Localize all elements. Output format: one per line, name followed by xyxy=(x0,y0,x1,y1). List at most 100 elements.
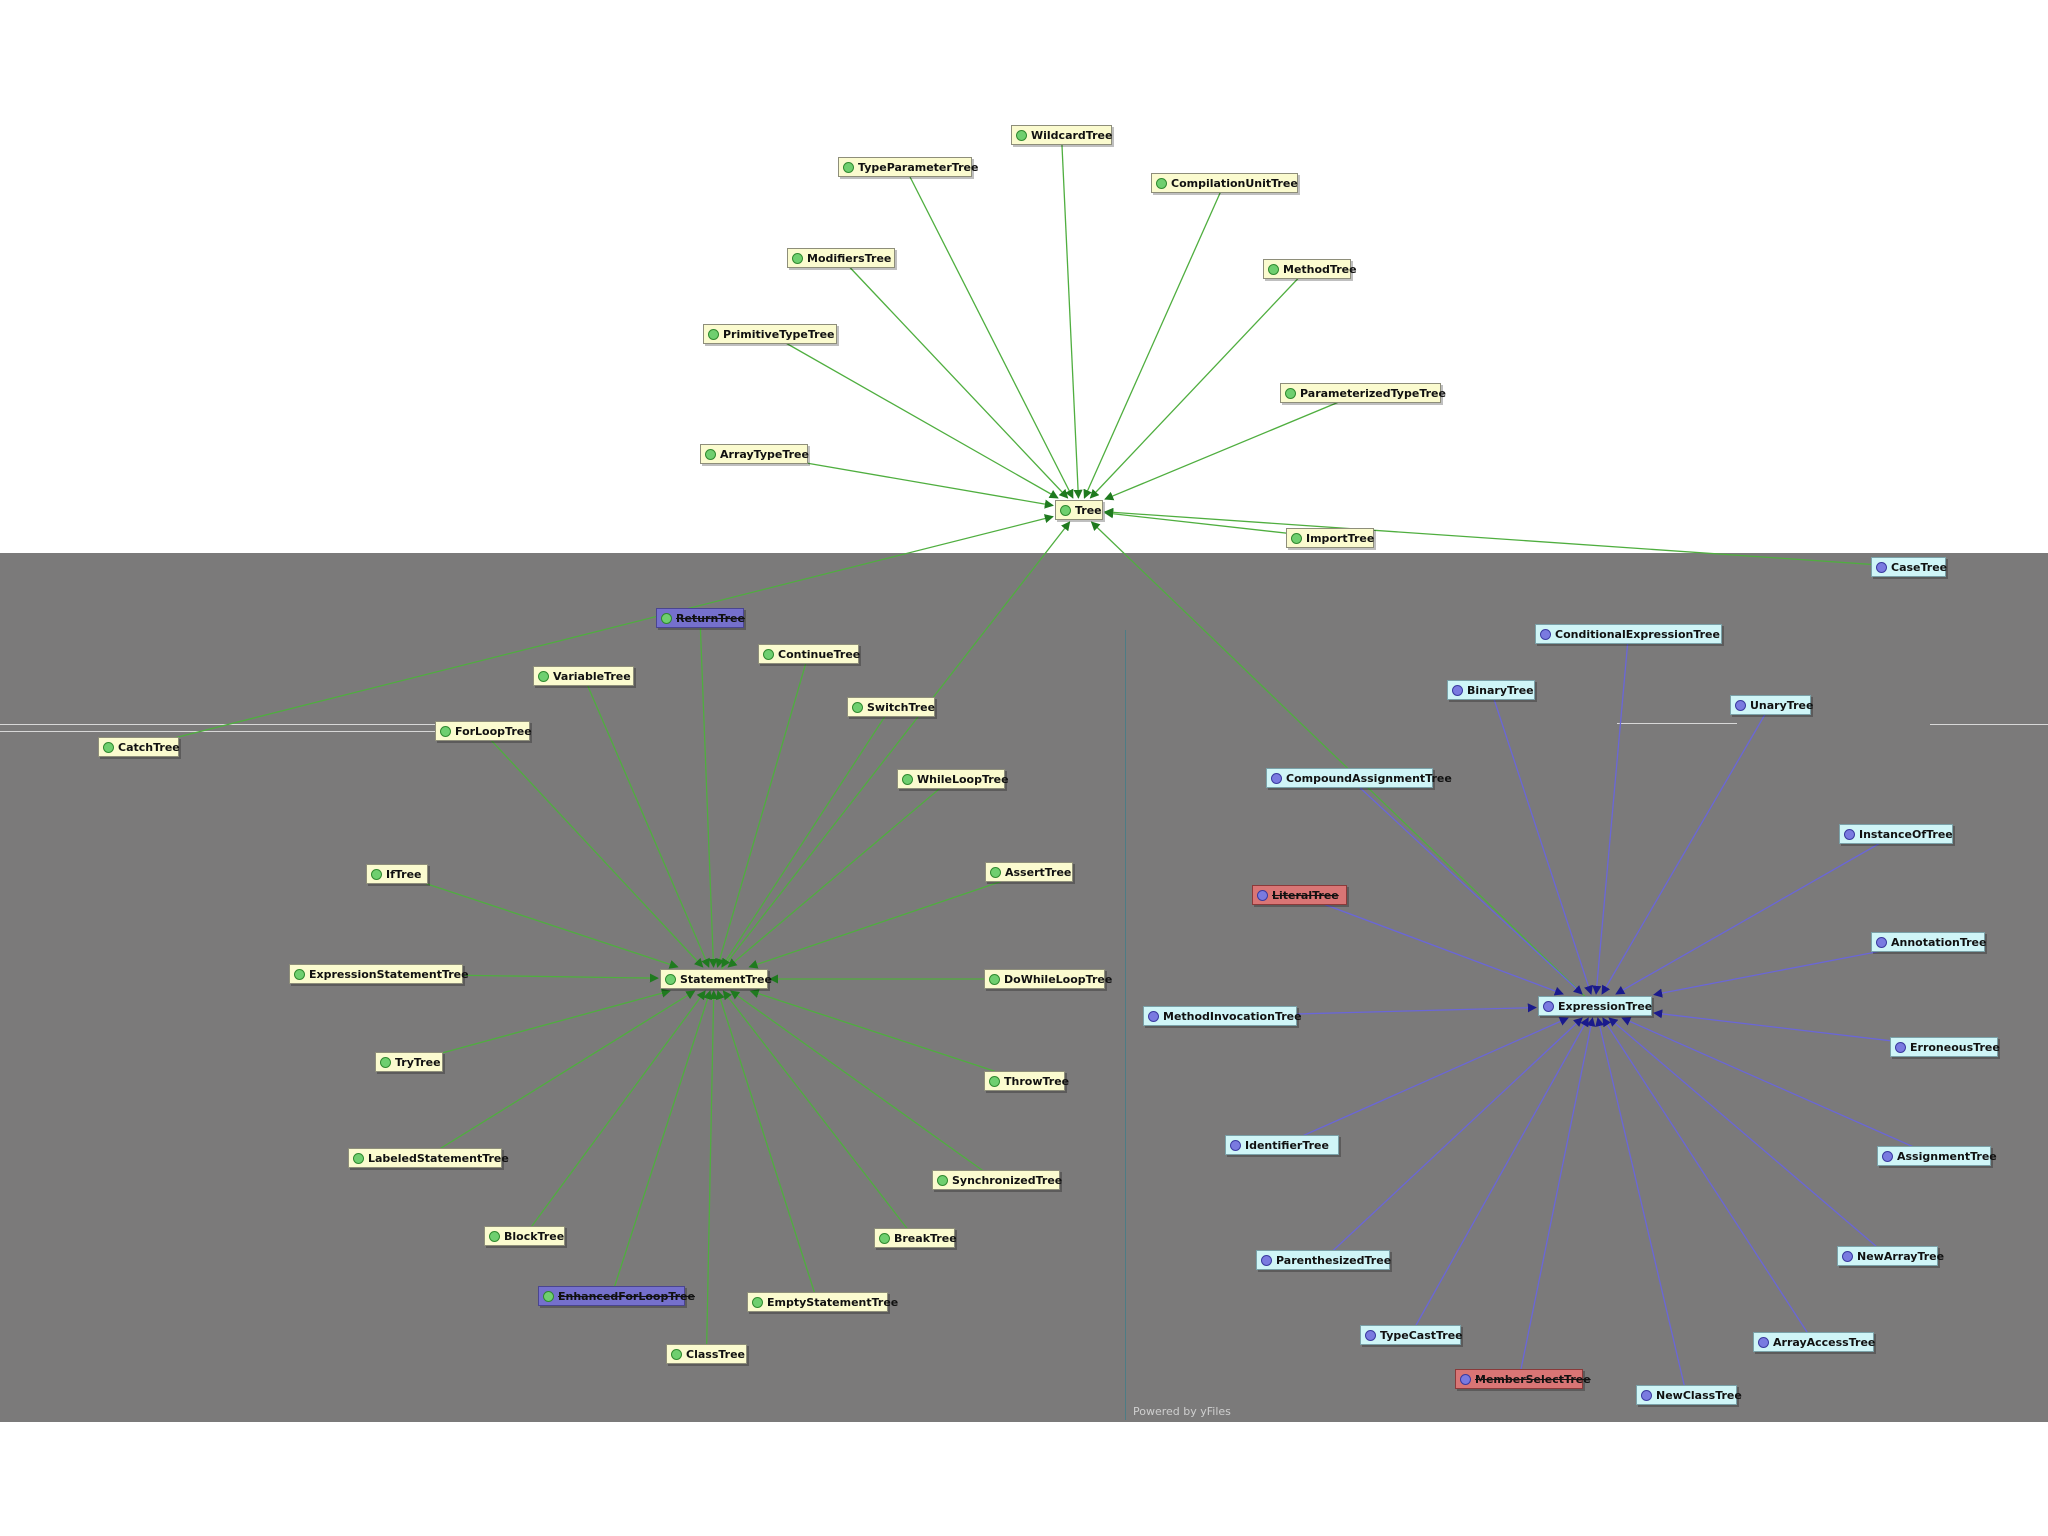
node-annotation-tree[interactable]: AnnotationTree xyxy=(1871,932,1987,952)
node-label: ArrayTypeTree xyxy=(720,447,809,461)
edge-throw-tree xyxy=(749,989,1025,1082)
node-label: MethodTree xyxy=(1283,262,1357,276)
node-wildcard-tree[interactable]: WildcardTree xyxy=(1011,125,1112,145)
node-empty-statement-tree[interactable]: EmptyStatementTree xyxy=(747,1292,898,1312)
node-block-tree[interactable]: BlockTree xyxy=(484,1226,565,1246)
node-break-tree[interactable]: BreakTree xyxy=(874,1228,957,1248)
node-identifier-tree[interactable]: IdentifierTree xyxy=(1225,1135,1339,1155)
interface-icon xyxy=(1876,561,1887,573)
edge-while-loop-tree xyxy=(727,778,952,968)
interface-icon xyxy=(763,648,774,660)
interface-icon xyxy=(1285,387,1296,399)
node-catch-tree[interactable]: CatchTree xyxy=(98,737,180,757)
node-array-access-tree[interactable]: ArrayAccessTree xyxy=(1753,1332,1875,1352)
node-modifiers-tree[interactable]: ModifiersTree xyxy=(787,248,895,268)
node-primitive-type-tree[interactable]: PrimitiveTypeTree xyxy=(703,324,837,344)
interface-icon xyxy=(990,866,1001,878)
edge-unary-tree xyxy=(1601,704,1772,995)
node-new-array-tree[interactable]: NewArrayTree xyxy=(1837,1246,1944,1266)
node-label: NewClassTree xyxy=(1656,1388,1742,1402)
node-assignment-tree[interactable]: AssignmentTree xyxy=(1877,1146,1997,1166)
node-label: ExpressionStatementTree xyxy=(309,967,469,981)
edge-compilation-unit-tree xyxy=(1083,182,1226,499)
node-labeled-statement-tree[interactable]: LabeledStatementTree xyxy=(348,1148,509,1168)
node-erroneous-tree[interactable]: ErroneousTree xyxy=(1890,1037,2000,1057)
edge-return-tree xyxy=(699,617,718,968)
node-type-parameter-tree[interactable]: TypeParameterTree xyxy=(838,157,978,177)
node-expression-tree[interactable]: ExpressionTree xyxy=(1538,996,1652,1016)
node-array-type-tree[interactable]: ArrayTypeTree xyxy=(700,444,809,464)
interface-icon xyxy=(1876,936,1887,948)
node-parenthesized-tree[interactable]: ParenthesizedTree xyxy=(1256,1250,1391,1270)
node-label: LiteralTree xyxy=(1272,888,1339,902)
interface-icon xyxy=(902,773,913,785)
node-for-loop-tree[interactable]: ForLoopTree xyxy=(435,721,532,741)
node-member-select-tree[interactable]: MemberSelectTree xyxy=(1455,1369,1591,1389)
interface-icon xyxy=(1268,263,1279,275)
node-label: SynchronizedTree xyxy=(952,1173,1063,1187)
node-label: EmptyStatementTree xyxy=(767,1295,899,1309)
node-if-tree[interactable]: IfTree xyxy=(366,864,428,884)
interface-icon xyxy=(371,868,382,880)
edge-catch-tree xyxy=(138,514,1054,748)
node-label: AssignmentTree xyxy=(1897,1149,1997,1163)
node-variable-tree[interactable]: VariableTree xyxy=(533,666,634,686)
node-import-tree[interactable]: ImportTree xyxy=(1286,528,1374,548)
node-class-tree[interactable]: ClassTree xyxy=(666,1344,747,1364)
node-instance-of-tree[interactable]: InstanceOfTree xyxy=(1839,824,1953,844)
edge-empty-statement-tree xyxy=(716,990,819,1303)
node-statement-tree[interactable]: StatementTree xyxy=(660,969,772,989)
interface-icon xyxy=(1735,699,1746,711)
node-unary-tree[interactable]: UnaryTree xyxy=(1730,695,1814,715)
edge-modifiers-tree xyxy=(840,257,1069,499)
node-tree[interactable]: Tree xyxy=(1055,500,1103,520)
edge-try-tree xyxy=(408,988,671,1063)
interface-icon xyxy=(843,161,854,173)
interface-icon xyxy=(1060,504,1071,516)
node-enhanced-for-loop-tree[interactable]: EnhancedForLoopTree xyxy=(538,1286,695,1306)
node-label: ForLoopTree xyxy=(455,724,532,738)
interface-icon xyxy=(1365,1329,1376,1341)
interface-icon xyxy=(489,1230,500,1242)
node-method-tree[interactable]: MethodTree xyxy=(1263,259,1357,279)
node-parameterized-type-tree[interactable]: ParameterizedTypeTree xyxy=(1280,383,1446,403)
node-label: StatementTree xyxy=(680,972,772,986)
node-return-tree[interactable]: ReturnTree xyxy=(656,608,745,628)
node-label: CompoundAssignmentTree xyxy=(1286,771,1452,785)
node-case-tree[interactable]: CaseTree xyxy=(1871,557,1948,577)
interface-icon xyxy=(543,1290,554,1302)
node-assert-tree[interactable]: AssertTree xyxy=(985,862,1073,882)
node-throw-tree[interactable]: ThrowTree xyxy=(984,1071,1069,1091)
node-synchronized-tree[interactable]: SynchronizedTree xyxy=(932,1170,1063,1190)
interface-icon xyxy=(294,968,305,980)
interface-icon xyxy=(1291,532,1302,544)
node-try-tree[interactable]: TryTree xyxy=(375,1052,443,1072)
node-compound-assignment-tree[interactable]: CompoundAssignmentTree xyxy=(1266,768,1452,788)
interface-icon xyxy=(1543,1000,1554,1012)
edge-assignment-tree xyxy=(1621,1017,1935,1157)
node-while-loop-tree[interactable]: WhileLoopTree xyxy=(897,769,1009,789)
node-new-class-tree[interactable]: NewClassTree xyxy=(1636,1385,1742,1405)
node-conditional-expression-tree[interactable]: ConditionalExpressionTree xyxy=(1535,624,1722,644)
node-label: ImportTree xyxy=(1306,531,1375,545)
node-label: CatchTree xyxy=(118,740,180,754)
node-continue-tree[interactable]: ContinueTree xyxy=(758,644,860,664)
node-label: UnaryTree xyxy=(1750,698,1814,712)
node-expression-statement-tree[interactable]: ExpressionStatementTree xyxy=(289,964,469,984)
node-binary-tree[interactable]: BinaryTree xyxy=(1447,680,1535,700)
node-method-invocation-tree[interactable]: MethodInvocationTree xyxy=(1143,1006,1302,1026)
node-compilation-unit-tree[interactable]: CompilationUnitTree xyxy=(1151,173,1298,193)
node-label: AnnotationTree xyxy=(1891,935,1987,949)
edge-case-tree xyxy=(1104,507,1909,568)
node-do-while-loop-tree[interactable]: DoWhileLoopTree xyxy=(984,969,1112,989)
node-switch-tree[interactable]: SwitchTree xyxy=(847,697,935,717)
interface-icon xyxy=(538,670,549,682)
interface-icon xyxy=(852,701,863,713)
node-type-cast-tree[interactable]: TypeCastTree xyxy=(1360,1325,1463,1345)
edge-parenthesized-tree xyxy=(1322,1017,1583,1261)
interface-icon xyxy=(103,741,114,753)
node-label: VariableTree xyxy=(553,669,631,683)
node-label: CaseTree xyxy=(1891,560,1948,574)
node-literal-tree[interactable]: LiteralTree xyxy=(1252,885,1347,905)
